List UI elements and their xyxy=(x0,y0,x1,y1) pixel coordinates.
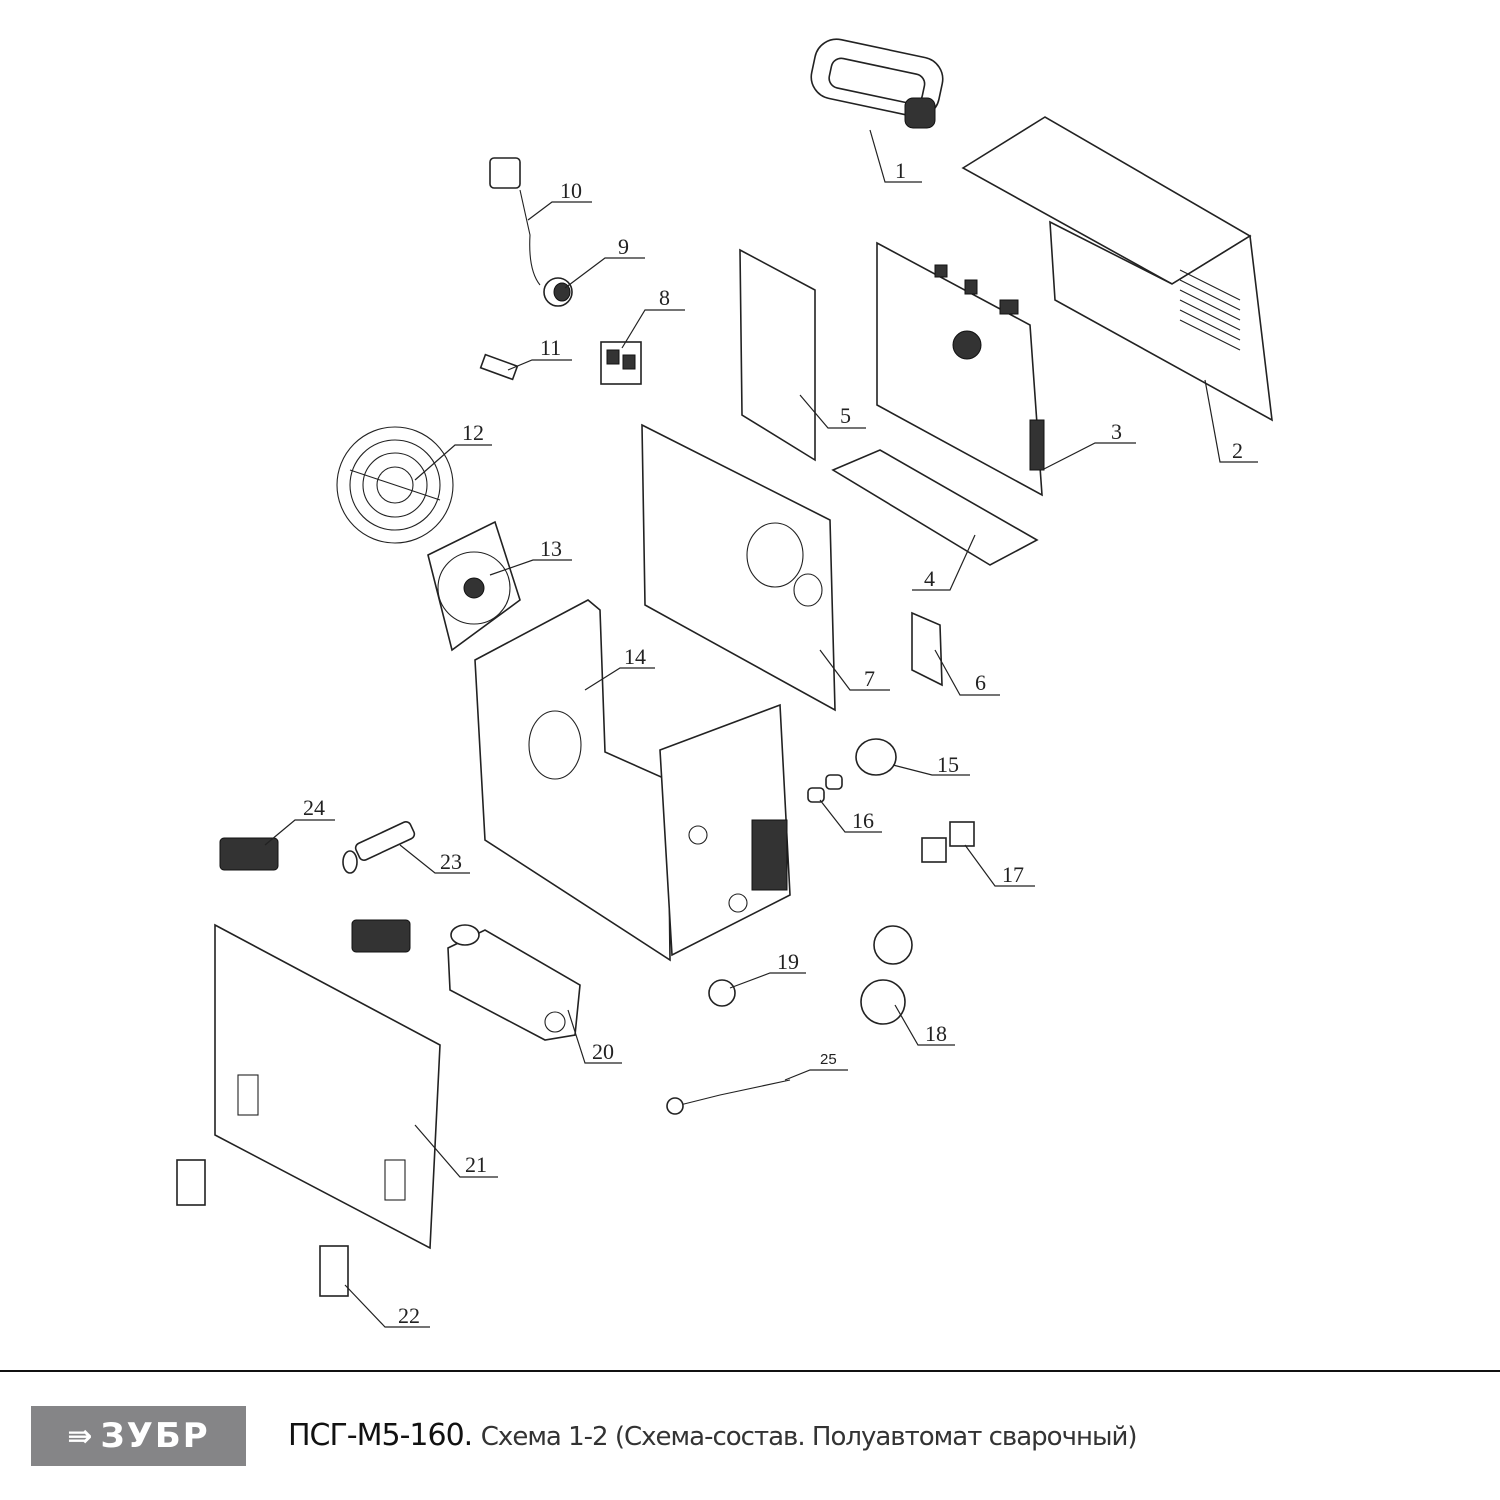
callout-labels: 1 2 3 4 5 6 7 8 9 10 11 12 13 14 15 16 1… xyxy=(264,129,1258,1328)
callout-23: 23 xyxy=(440,849,462,874)
callout-5: 5 xyxy=(840,403,851,428)
callout-13: 13 xyxy=(540,536,562,561)
callout-8: 8 xyxy=(659,285,670,310)
callout-18: 18 xyxy=(925,1021,947,1046)
callout-14: 14 xyxy=(624,644,646,669)
part-terminal-blocks xyxy=(219,837,411,953)
callout-22: 22 xyxy=(398,1303,420,1328)
callout-1: 1 xyxy=(895,158,906,183)
callout-15: 15 xyxy=(937,752,959,777)
part-front-panel xyxy=(214,923,441,1250)
callout-20: 20 xyxy=(592,1039,614,1064)
part-wire-feeder xyxy=(447,924,581,1041)
callout-16: 16 xyxy=(852,808,874,833)
callout-6: 6 xyxy=(975,670,986,695)
brand-name: ЗУБР xyxy=(100,1416,210,1456)
part-insulating-plate xyxy=(831,449,1039,566)
part-cable-gland xyxy=(543,277,573,307)
diagram-description: Схема 1-2 (Схема-состав. Полуавтомат сва… xyxy=(480,1422,1138,1452)
part-fan xyxy=(427,520,521,652)
part-gas-fitting xyxy=(479,353,519,381)
callout-7: 7 xyxy=(864,666,875,691)
callout-21: 21 xyxy=(465,1152,487,1177)
callout-2: 2 xyxy=(1232,438,1243,463)
part-toggle-switches xyxy=(921,821,975,863)
part-knobs xyxy=(807,774,843,803)
part-euro-connector xyxy=(855,738,897,776)
part-grommet xyxy=(708,979,736,1007)
callout-3: 3 xyxy=(1111,419,1122,444)
part-welding-torch xyxy=(666,1079,791,1115)
exploded-parts-diagram: 1 2 3 4 5 6 7 8 9 10 11 12 13 14 15 16 1… xyxy=(176,38,1273,1328)
callout-11: 11 xyxy=(540,335,561,360)
part-insulator-sheet xyxy=(739,248,816,462)
callout-10: 10 xyxy=(560,178,582,203)
part-chassis xyxy=(474,599,791,962)
callout-24: 24 xyxy=(303,795,325,820)
callout-17: 17 xyxy=(1002,862,1024,887)
part-panel-switches xyxy=(176,1159,349,1297)
part-power-switch xyxy=(600,341,642,385)
part-small-plate xyxy=(911,611,943,687)
part-spool-holder xyxy=(342,821,416,874)
part-handle xyxy=(810,38,944,129)
callout-19: 19 xyxy=(777,949,799,974)
callout-12: 12 xyxy=(462,420,484,445)
part-output-terminals xyxy=(860,925,913,1025)
part-top-cover xyxy=(961,116,1273,422)
callout-9: 9 xyxy=(618,234,629,259)
part-middle-panel xyxy=(641,423,836,712)
diagram-caption: ПСГ-М5-160. Схема 1-2 (Схема-состав. Пол… xyxy=(288,1418,1138,1453)
part-power-cord xyxy=(489,157,541,286)
brand-arrow-icon: ⇛ xyxy=(67,1418,95,1454)
brand-logo: ⇛ ЗУБР xyxy=(31,1406,246,1466)
model-name: ПСГ-М5-160. xyxy=(288,1418,473,1453)
footer-divider xyxy=(0,1370,1500,1372)
callout-4: 4 xyxy=(924,566,935,591)
callout-25: 25 xyxy=(820,1051,837,1068)
part-fan-guard xyxy=(336,426,454,544)
part-main-board xyxy=(876,241,1045,497)
